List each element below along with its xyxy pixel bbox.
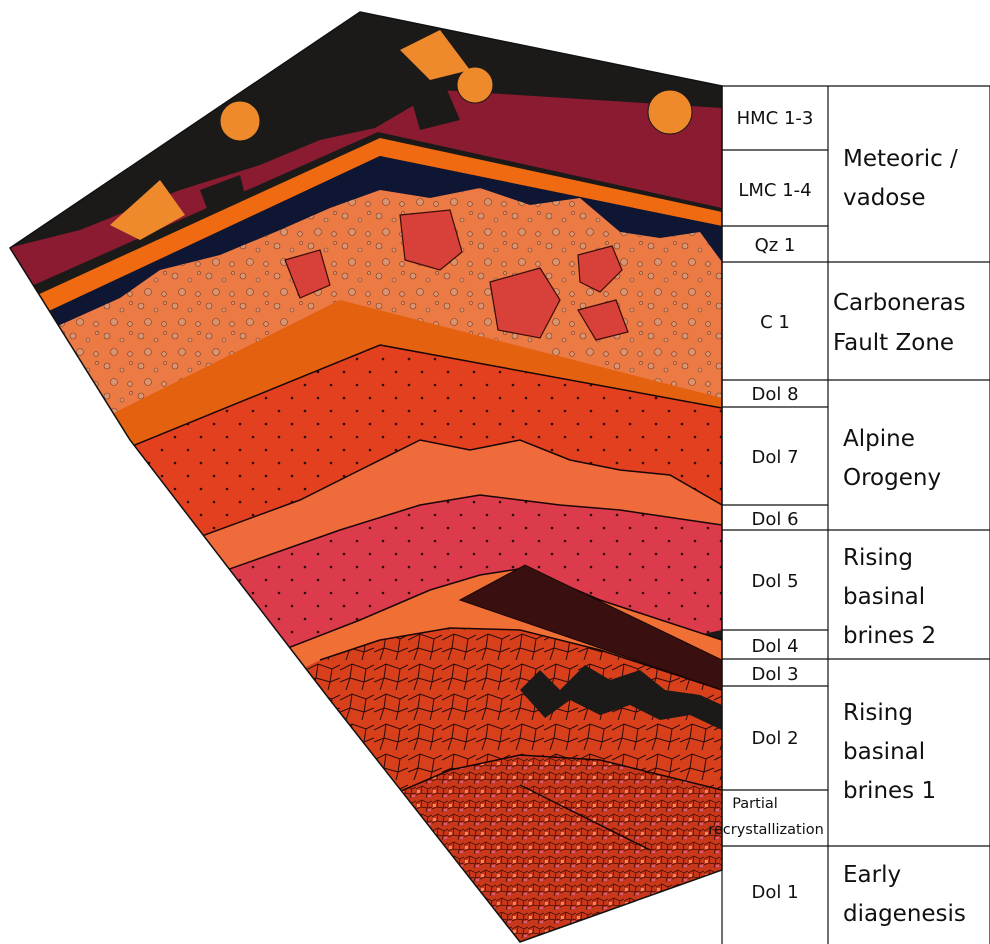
process-brines2-2: basinal bbox=[843, 584, 925, 610]
stage-dol5: Dol 5 bbox=[751, 571, 798, 592]
process-carboneras-1: Carboneras bbox=[833, 290, 966, 316]
stage-recrystallization: recrystallization bbox=[708, 822, 824, 838]
process-alpine-1: Alpine bbox=[843, 426, 915, 452]
stage-dol2: Dol 2 bbox=[751, 728, 798, 749]
stage-dol1: Dol 1 bbox=[751, 882, 798, 903]
process-brines1-3: brines 1 bbox=[843, 778, 936, 804]
process-meteoric-1: Meteoric / bbox=[843, 146, 958, 172]
stage-dol8: Dol 8 bbox=[751, 384, 798, 405]
process-meteoric-2: vadose bbox=[843, 185, 926, 211]
process-early-2: diagenesis bbox=[843, 901, 966, 927]
process-brines2-1: Rising bbox=[843, 545, 913, 571]
stage-qz: Qz 1 bbox=[755, 235, 796, 256]
stage-hmc: HMC 1-3 bbox=[737, 108, 814, 129]
stage-partial: Partial bbox=[732, 796, 778, 812]
process-early-1: Early bbox=[843, 862, 901, 888]
stage-lmc: LMC 1-4 bbox=[738, 180, 811, 201]
process-carboneras-2: Fault Zone bbox=[833, 330, 954, 356]
stage-dol6: Dol 6 bbox=[751, 509, 798, 530]
stage-c1: C 1 bbox=[760, 312, 790, 333]
process-brines2-3: brines 2 bbox=[843, 623, 936, 649]
process-alpine-2: Orogeny bbox=[843, 465, 941, 491]
process-brines1-1: Rising bbox=[843, 700, 913, 726]
process-brines1-2: basinal bbox=[843, 739, 925, 765]
stage-dol3: Dol 3 bbox=[751, 664, 798, 685]
dol1-layer bbox=[0, 755, 722, 944]
stage-dol4: Dol 4 bbox=[751, 636, 798, 657]
stage-dol7: Dol 7 bbox=[751, 447, 798, 468]
